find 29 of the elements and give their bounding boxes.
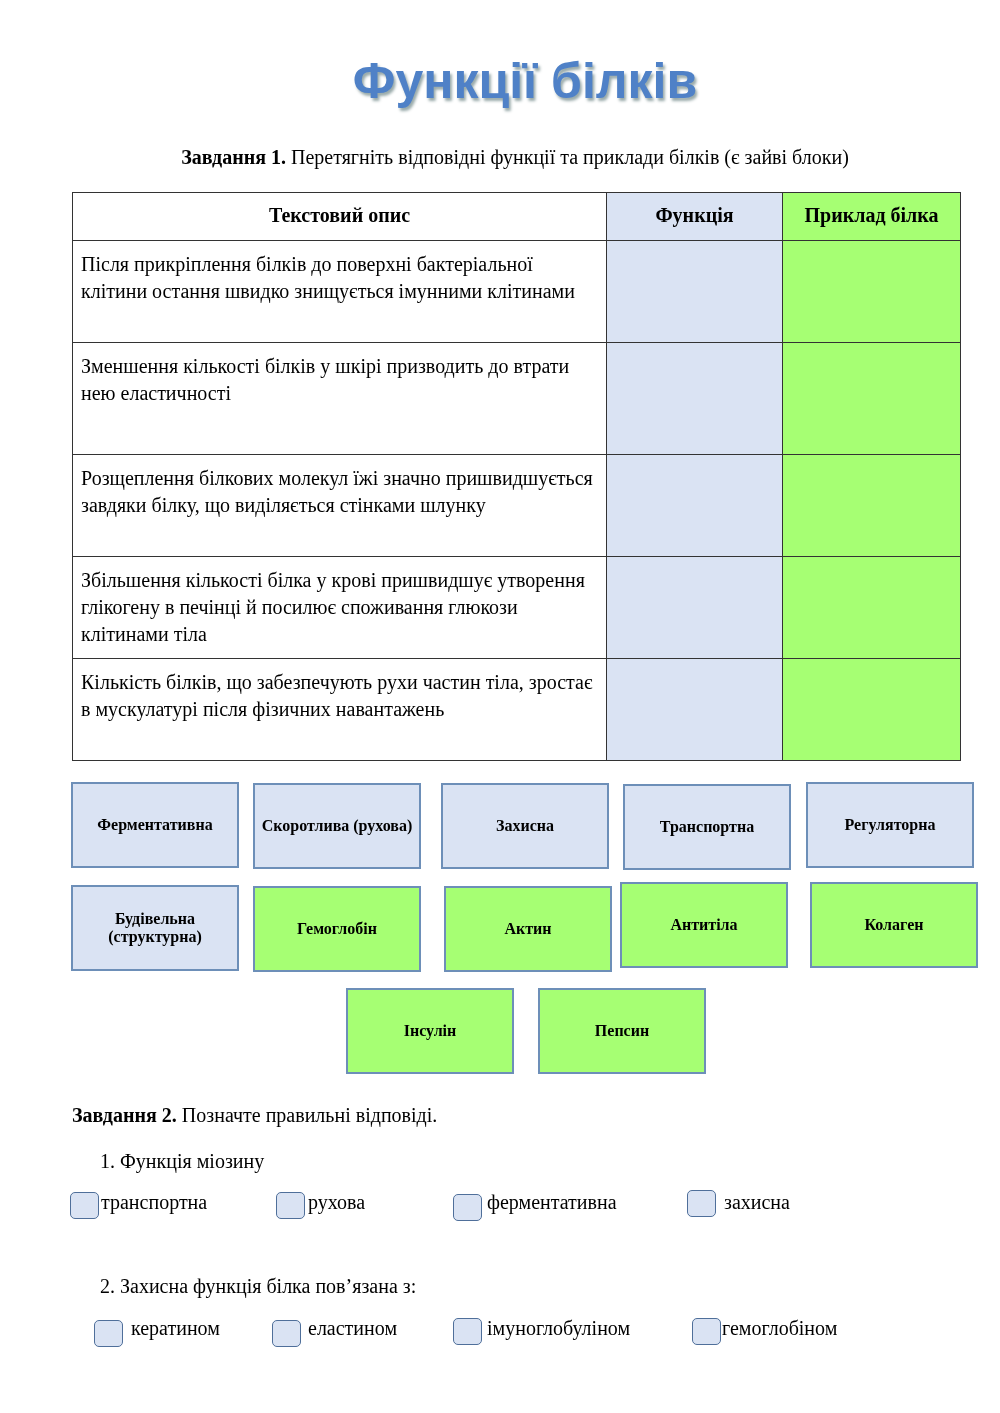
option-label: кератином [131, 1317, 221, 1342]
option-label: захисна [724, 1191, 791, 1215]
option-label: імуноглобуліном [487, 1317, 632, 1342]
option-label: рухова [308, 1191, 367, 1216]
protein-card: Інсулін [346, 988, 514, 1074]
function-card: Будівельна (структурна) [71, 885, 239, 971]
task-heading: Завдання 2. Позначте правильні відповіді. [72, 1104, 439, 1129]
function-card: Ферментативна [71, 782, 239, 868]
description-cell: Кількість білків, що забезпечують рухи частин тіла, зростає в мускулатурі після фізичних навантажень [72, 658, 607, 761]
page-title: Функції білків [351, 52, 699, 110]
protein-card: Гемоглобін [253, 886, 421, 972]
protein-card: Пепсин [538, 988, 706, 1074]
task-heading: Завдання 1. Перетягніть відповідні функції та приклади білків (є зайві блоки) [180, 146, 850, 171]
protein-card: Актин [444, 886, 612, 972]
protein-card: Антитіла [620, 882, 788, 968]
question-text: 1. Функція міозину [100, 1150, 266, 1175]
protein-card: Колаген [810, 882, 978, 968]
column-header: Текстовий опис [72, 192, 607, 241]
function-card: Транспортна [623, 784, 791, 870]
function-card: Скоротлива (рухова) [253, 783, 421, 869]
function-card: Регуляторна [806, 782, 974, 868]
option-label: еластином [308, 1317, 399, 1341]
option-label: ферментативна [487, 1191, 618, 1216]
column-header: Приклад білка [782, 192, 961, 241]
question-text: 2. Захисна функція білка пов’язана з: [100, 1275, 418, 1300]
function-card: Захисна [441, 783, 609, 869]
column-header: Функція [606, 192, 783, 241]
option-label: гемоглобіном [722, 1317, 839, 1341]
option-label: транспортна [101, 1191, 209, 1216]
